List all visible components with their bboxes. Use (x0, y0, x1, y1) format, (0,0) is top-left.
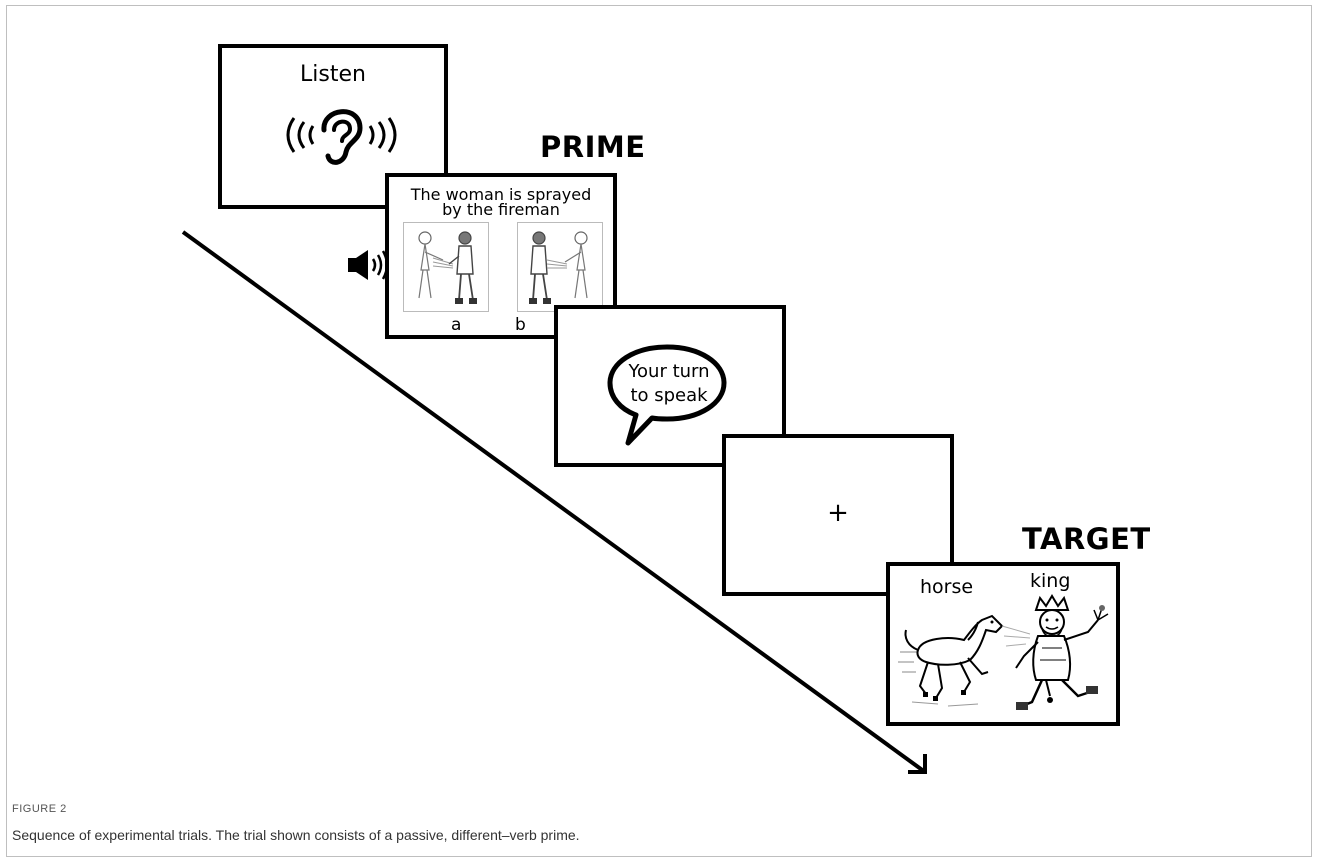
horse-drawing (898, 614, 1004, 707)
option-b-label: b (515, 315, 526, 335)
prime-picture-b (517, 222, 603, 312)
fixation-cross: + (827, 498, 849, 528)
prime-picture-a (403, 222, 489, 312)
speech-bubble-icon (607, 344, 727, 446)
speak-line1: Your turn (628, 361, 710, 382)
prime-sentence-line2: by the fireman (442, 200, 560, 219)
option-a-label: a (451, 315, 462, 335)
listen-text: Listen (300, 62, 366, 87)
speaker-icon (348, 250, 389, 280)
ear-sound-icon (286, 109, 397, 165)
target-label: TARGET (1022, 522, 1151, 556)
target-word-horse: horse (920, 576, 974, 598)
figure-caption: Sequence of experimental trials. The tri… (12, 827, 580, 843)
target-panel: horse king (886, 562, 1120, 726)
king-drawing (1001, 594, 1109, 710)
figure-label: FIGURE 2 (12, 803, 67, 815)
prime-sentence-line1: The woman is sprayed (410, 185, 592, 204)
speak-line2: to speak (630, 385, 708, 406)
target-word-king: king (1030, 570, 1071, 592)
prime-label: PRIME (540, 130, 646, 164)
